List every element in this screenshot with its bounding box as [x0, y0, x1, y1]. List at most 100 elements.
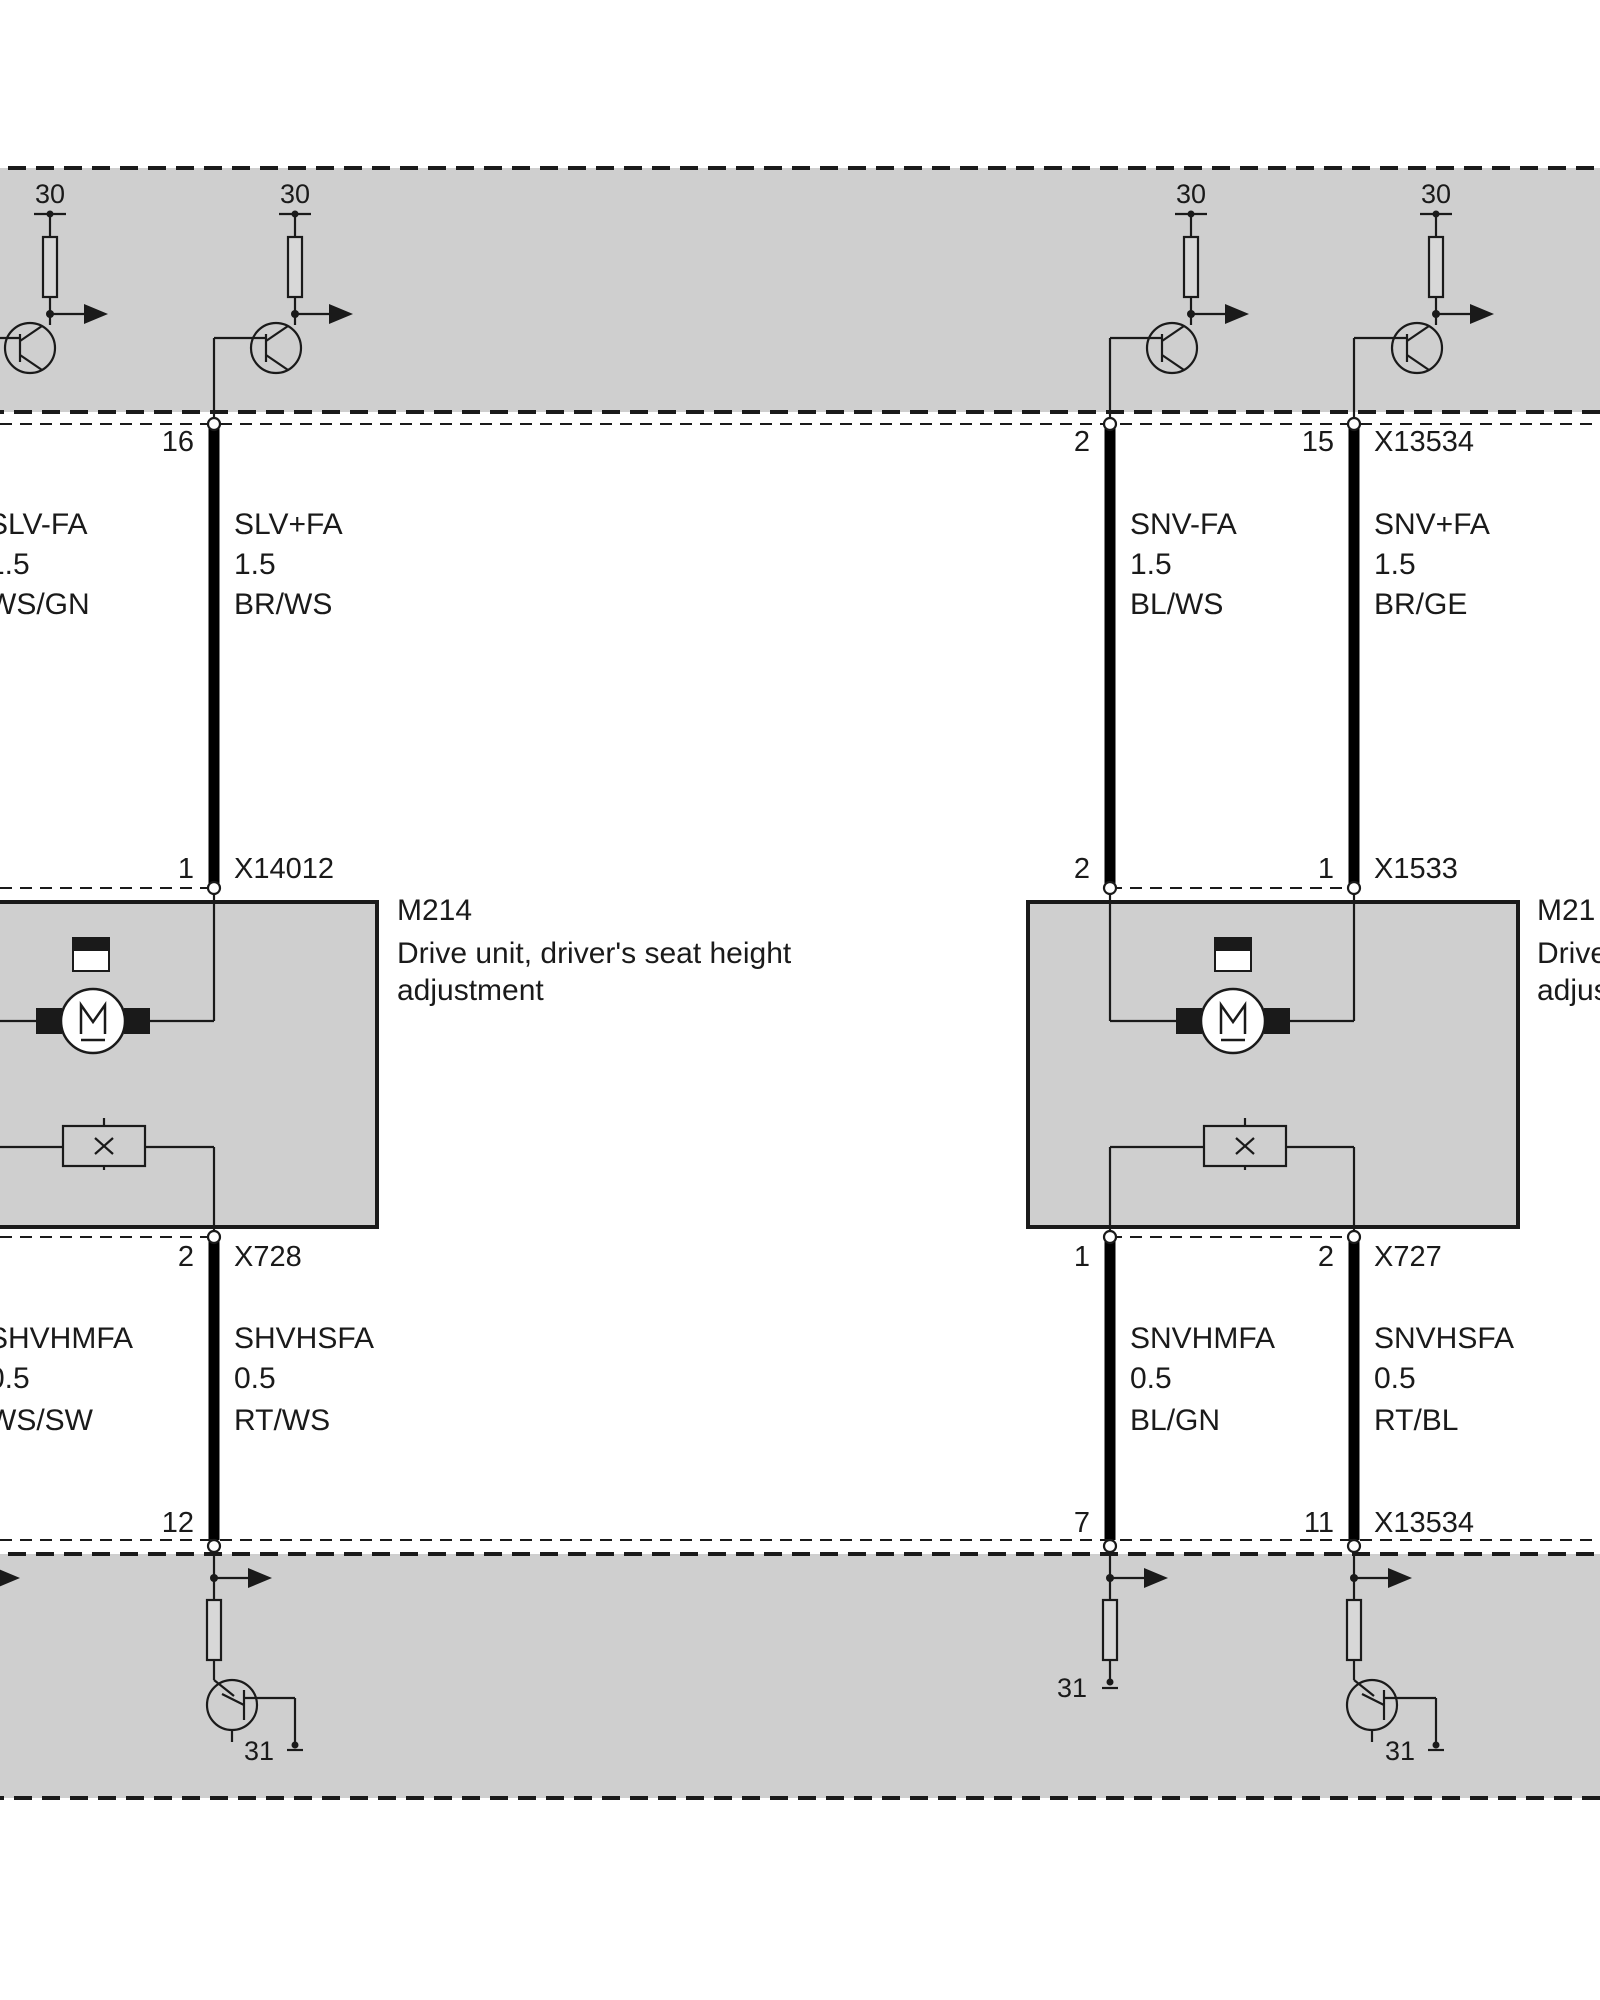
transistor-icon	[1390, 321, 1444, 375]
bottom-control-unit-band	[0, 1554, 1600, 1798]
svg-text:WS/GN: WS/GN	[0, 588, 90, 621]
svg-text:SNV-FA: SNV-FA	[1130, 508, 1237, 541]
resistor-icon	[1101, 1598, 1119, 1662]
input-stage-1: 31	[205, 1552, 303, 1766]
svg-text:BL/GN: BL/GN	[1130, 1404, 1220, 1437]
pin-terminal	[1102, 880, 1118, 896]
svg-text:0.5: 0.5	[1130, 1362, 1172, 1395]
pin-terminal	[1346, 1538, 1362, 1554]
resistor-icon	[205, 1598, 223, 1662]
pin-number: 2	[1318, 1241, 1334, 1273]
resistor-icon	[286, 235, 304, 299]
ground-terminal-label: 31	[1385, 1736, 1415, 1766]
signal-arrow-icon	[1144, 1568, 1168, 1588]
connector-label: X13534	[1374, 1507, 1474, 1539]
m214-drive-unit-box	[0, 900, 379, 1229]
m215-description: M21 Drive adjus	[1537, 894, 1600, 1007]
signal-arrow-icon	[329, 304, 353, 324]
wire-label-slv-plus-fa: SLV+FA 1.5 BR/WS	[234, 508, 343, 621]
pin-number: 2	[178, 1241, 194, 1273]
pin-terminal	[206, 880, 222, 896]
transistor-icon	[1145, 321, 1199, 375]
wire-label-snv-minus-fa: SNV-FA 1.5 BL/WS	[1130, 508, 1237, 621]
motor-brush-right-icon	[1264, 1008, 1290, 1034]
svg-text:adjus: adjus	[1537, 974, 1600, 1007]
pin-number: 2	[1074, 853, 1090, 885]
svg-text:1.5: 1.5	[1130, 548, 1172, 581]
pin-terminal	[1346, 1229, 1362, 1245]
connector-label: X728	[234, 1241, 302, 1273]
svg-text:adjustment: adjustment	[397, 974, 544, 1007]
transistor-icon	[249, 321, 303, 375]
svg-text:M21: M21	[1537, 894, 1595, 927]
signal-arrow-icon	[0, 1569, 20, 1587]
pin-number: 15	[1302, 426, 1334, 458]
pin-number: 1	[1318, 853, 1334, 885]
motor-brush-left-icon	[1176, 1008, 1202, 1034]
connector-label: X13534	[1374, 426, 1474, 458]
resistor-icon	[1345, 1598, 1363, 1662]
pin-terminal	[1102, 416, 1118, 432]
svg-text:SHVHSFA: SHVHSFA	[234, 1322, 374, 1355]
wire-label-slv-minus-fa: SLV-FA 1.5 WS/GN	[0, 508, 90, 621]
pin-terminal	[1102, 1538, 1118, 1554]
bottom-control-unit-outline	[0, 1552, 1600, 1800]
top-control-unit-band	[0, 168, 1600, 412]
svg-text:SNVHMFA: SNVHMFA	[1130, 1322, 1275, 1355]
ground-terminal-label: 31	[244, 1736, 274, 1766]
resistor-icon	[41, 235, 59, 299]
svg-text:1.5: 1.5	[234, 548, 276, 581]
pin-terminal	[1102, 1229, 1118, 1245]
svg-text:SLV-FA: SLV-FA	[0, 508, 88, 541]
pin-terminal	[1346, 416, 1362, 432]
motor-m-glyph	[1219, 1001, 1247, 1034]
wire-label-snvhsfa: SNVHSFA 0.5 RT/BL	[1374, 1322, 1514, 1437]
resistor-icon	[1427, 235, 1445, 299]
svg-text:M214: M214	[397, 894, 472, 927]
pin-number: 7	[1074, 1507, 1090, 1539]
m214-description: M214 Drive unit, driver's seat height ad…	[397, 894, 792, 1007]
pin-number: 1	[178, 853, 194, 885]
wire-label-shvhsfa: SHVHSFA 0.5 RT/WS	[234, 1322, 374, 1437]
input-stage-3: 31	[1345, 1552, 1444, 1766]
input-stage-2: 31	[1057, 1552, 1168, 1703]
m215-drive-unit-box	[1026, 900, 1520, 1229]
svg-text:0.5: 0.5	[1374, 1362, 1416, 1395]
svg-text:0.5: 0.5	[0, 1362, 30, 1395]
svg-text:SNVHSFA: SNVHSFA	[1374, 1322, 1514, 1355]
wire-label-shvhmfa: SHVHMFA 0.5 WS/SW	[0, 1322, 133, 1437]
pin-number: 2	[1074, 426, 1090, 458]
svg-text:Drive: Drive	[1537, 937, 1600, 970]
pin-number: 12	[162, 1507, 194, 1539]
svg-text:1.5: 1.5	[0, 548, 30, 581]
pin-terminal	[206, 416, 222, 432]
motor-brush-right-icon	[124, 1008, 150, 1034]
wire-label-snv-plus-fa: SNV+FA 1.5 BR/GE	[1374, 508, 1490, 621]
pin-terminal	[206, 1229, 222, 1245]
m214-internals	[0, 894, 216, 1237]
svg-text:SLV+FA: SLV+FA	[234, 508, 343, 541]
signal-arrow-icon	[1470, 304, 1494, 324]
supply-terminal-label: 30	[35, 179, 65, 209]
output-stage-3: 30	[1352, 179, 1494, 424]
svg-text:SHVHMFA: SHVHMFA	[0, 1322, 133, 1355]
svg-text:RT/BL: RT/BL	[1374, 1404, 1458, 1437]
svg-text:0.5: 0.5	[234, 1362, 276, 1395]
motor-brush-left-icon	[36, 1008, 62, 1034]
m215-internals	[1108, 894, 1356, 1237]
signal-arrow-icon	[84, 304, 108, 324]
motor-m-glyph	[79, 1001, 107, 1034]
svg-text:BL/WS: BL/WS	[1130, 588, 1223, 621]
signal-arrow-icon	[1225, 304, 1249, 324]
svg-text:Drive unit, driver's seat heig: Drive unit, driver's seat height	[397, 937, 792, 970]
supply-terminal-label: 30	[280, 179, 310, 209]
supply-terminal-label: 30	[1176, 179, 1206, 209]
resistor-icon	[1182, 235, 1200, 299]
svg-text:SNV+FA: SNV+FA	[1374, 508, 1490, 541]
output-stage-1: 30	[212, 179, 353, 424]
svg-text:1.5: 1.5	[1374, 548, 1416, 581]
output-stage-2: 30	[1108, 179, 1249, 424]
svg-text:WS/SW: WS/SW	[0, 1404, 94, 1437]
output-stage-left-partial: 30	[0, 179, 108, 375]
transistor-icon	[3, 321, 57, 375]
